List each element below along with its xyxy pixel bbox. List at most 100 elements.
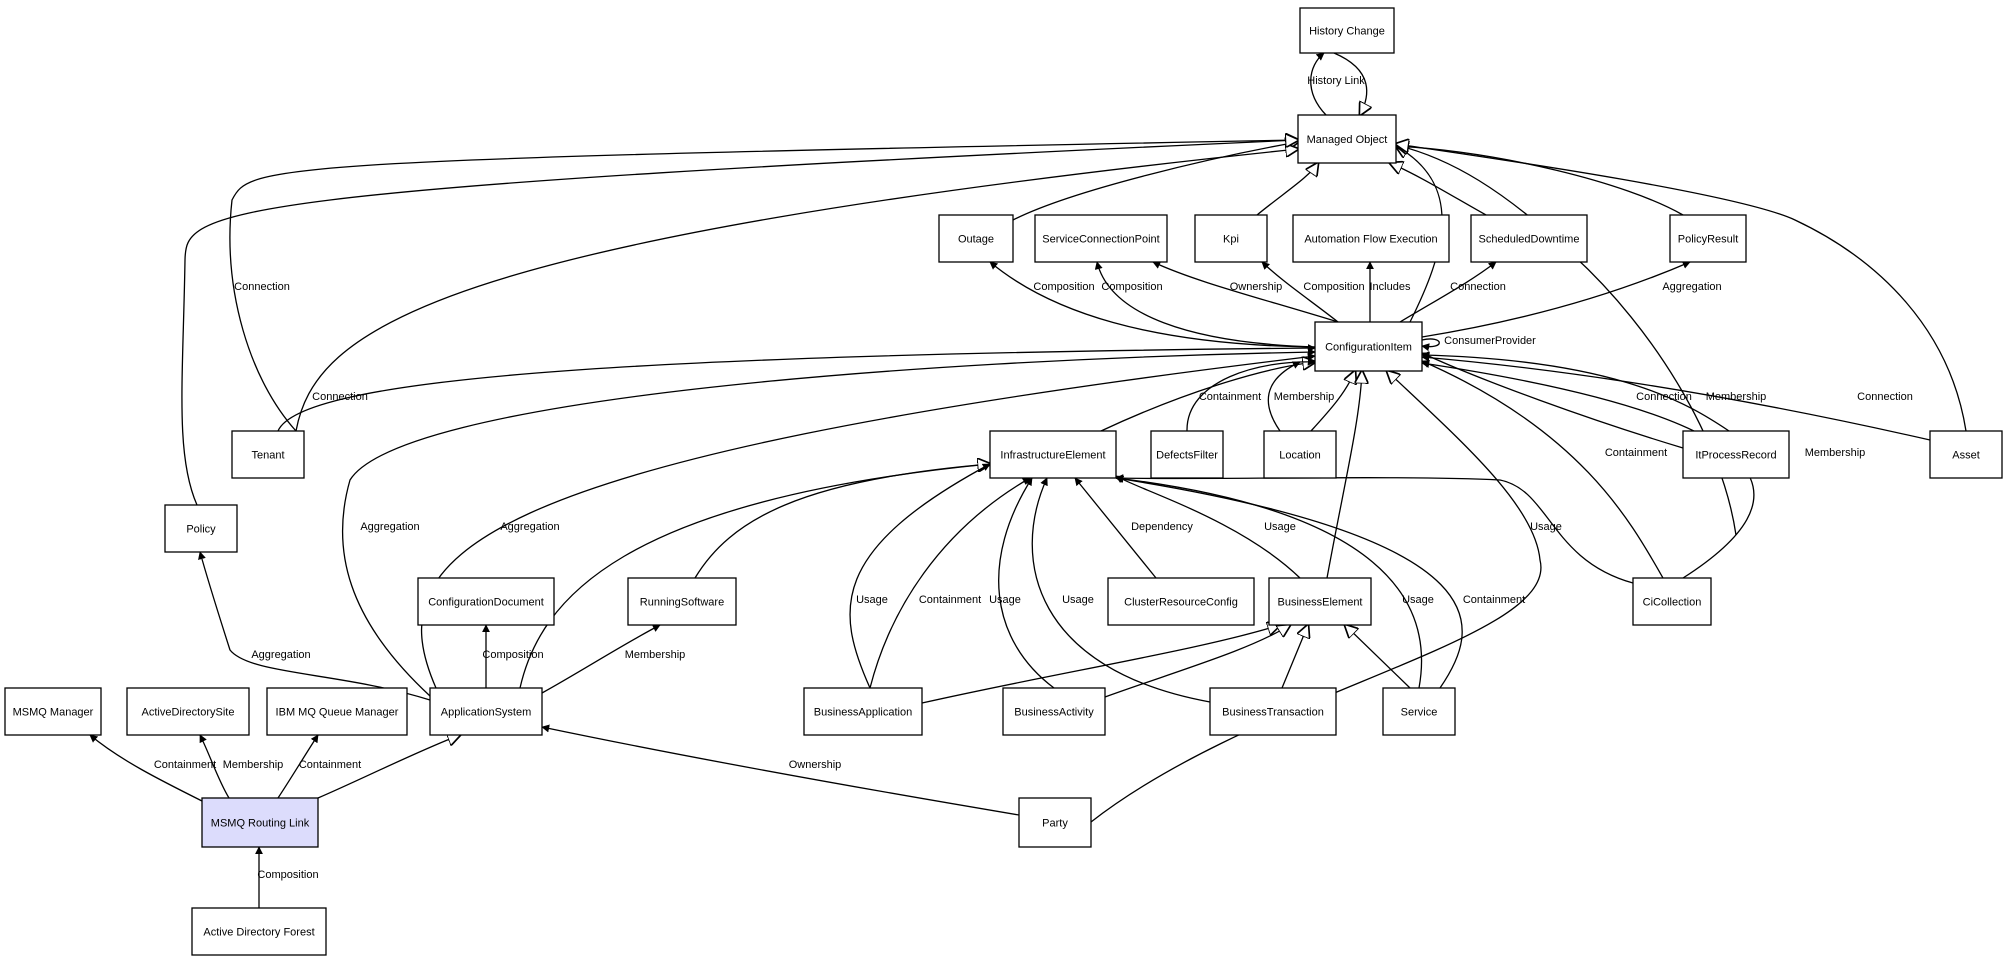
node-history-change[interactable]: History Change bbox=[1299, 7, 1395, 54]
edge-it-process-record-to-configuration-item bbox=[1421, 352, 1684, 449]
node-label: ConfigurationDocument bbox=[428, 597, 544, 609]
edge-label: Composition bbox=[1303, 281, 1364, 293]
association-connector bbox=[1094, 261, 1316, 348]
edge-label: Containment bbox=[299, 759, 361, 771]
node-ci-collection[interactable]: CiCollection bbox=[1632, 577, 1712, 626]
node-service-connection-point[interactable]: ServiceConnectionPoint bbox=[1034, 214, 1168, 263]
node-box bbox=[1292, 214, 1450, 263]
node-label: MSMQ Manager bbox=[13, 707, 94, 719]
edge-tenant-to-configuration-item bbox=[277, 344, 1316, 432]
node-infrastructure-element[interactable]: InfrastructureElement bbox=[989, 430, 1117, 479]
node-label: RunningSoftware bbox=[640, 597, 724, 609]
edge-label: Composition bbox=[1033, 281, 1094, 293]
node-label: ApplicationSystem bbox=[441, 707, 532, 719]
association-connector bbox=[1421, 261, 1691, 338]
edge-business-element-to-configuration-item bbox=[1326, 371, 1362, 579]
edge-application-system-to-configuration-item bbox=[420, 352, 1316, 689]
node-business-activity[interactable]: BusinessActivity bbox=[1002, 687, 1106, 736]
edge-business-transaction-to-infrastructure-element bbox=[1031, 477, 1211, 703]
node-cluster-resource-config[interactable]: ClusterResourceConfig bbox=[1107, 577, 1255, 626]
edge-cluster-resource-config-to-infrastructure-element bbox=[1074, 477, 1157, 579]
inheritance-connector bbox=[1390, 163, 1487, 216]
node-active-directory-site[interactable]: ActiveDirectorySite bbox=[126, 687, 250, 736]
edge-configuration-item-to-service-connection-point bbox=[1094, 261, 1316, 348]
edge-label: Containment bbox=[154, 759, 216, 771]
edge-service-to-infrastructure-element bbox=[1115, 474, 1423, 689]
edge-configuration-item-to-outage bbox=[989, 261, 1316, 348]
node-business-transaction[interactable]: BusinessTransaction bbox=[1209, 687, 1337, 736]
edge-ci-collection-to-configuration-item bbox=[1421, 360, 1664, 579]
node-label: IBM MQ Queue Manager bbox=[276, 707, 399, 719]
node-automation-flow-execution[interactable]: Automation Flow Execution bbox=[1292, 214, 1450, 263]
association-connector bbox=[277, 734, 319, 799]
node-box bbox=[938, 214, 1014, 263]
inheritance-connector bbox=[1281, 625, 1308, 689]
node-box bbox=[1669, 214, 1747, 263]
node-tenant[interactable]: Tenant bbox=[231, 430, 305, 479]
edge-label: ConsumerProvider bbox=[1444, 335, 1536, 347]
edges-layer bbox=[89, 52, 1967, 908]
node-msmq-manager[interactable]: MSMQ Manager bbox=[4, 687, 102, 736]
edge-history-change-to-managed-object bbox=[1333, 52, 1367, 115]
node-label: Asset bbox=[1952, 450, 1980, 462]
node-policy-result[interactable]: PolicyResult bbox=[1669, 214, 1747, 263]
node-defects-filter[interactable]: DefectsFilter bbox=[1150, 430, 1224, 479]
edge-tenant-to-managed-object bbox=[295, 149, 1298, 432]
node-business-application[interactable]: BusinessApplication bbox=[803, 687, 923, 736]
node-box bbox=[989, 430, 1117, 479]
node-box bbox=[1470, 214, 1588, 263]
node-active-directory-forest[interactable]: Active Directory Forest bbox=[191, 907, 327, 956]
node-application-system[interactable]: ApplicationSystem bbox=[429, 687, 543, 736]
node-label: BusinessTransaction bbox=[1222, 707, 1324, 719]
inheritance-connector bbox=[519, 464, 990, 689]
node-label: History Change bbox=[1309, 26, 1385, 38]
edge-label: Composition bbox=[482, 649, 543, 661]
node-box bbox=[1929, 430, 2003, 479]
node-label: Policy bbox=[186, 524, 216, 536]
node-box bbox=[429, 687, 543, 736]
edge-managed-object-to-history-change bbox=[1310, 52, 1327, 116]
node-scheduled-downtime[interactable]: ScheduledDowntime bbox=[1470, 214, 1588, 263]
edge-msmq-routing-link-to-ibm-mq-queue-manager bbox=[277, 734, 319, 799]
edge-label: Ownership bbox=[789, 759, 842, 771]
node-party[interactable]: Party bbox=[1018, 797, 1092, 848]
node-box bbox=[1018, 797, 1092, 848]
association-connector bbox=[1115, 474, 1423, 689]
node-box bbox=[417, 577, 555, 626]
inheritance-connector bbox=[317, 735, 460, 799]
node-box bbox=[1150, 430, 1224, 479]
node-policy[interactable]: Policy bbox=[164, 504, 238, 553]
node-configuration-document[interactable]: ConfigurationDocument bbox=[417, 577, 555, 626]
inheritance-connector bbox=[181, 140, 1298, 506]
node-configuration-item[interactable]: ConfigurationItem bbox=[1314, 321, 1423, 372]
node-business-element[interactable]: BusinessElement bbox=[1268, 577, 1372, 626]
edge-kpi-to-managed-object bbox=[1256, 163, 1318, 216]
edge-label: Containment bbox=[1199, 391, 1261, 403]
node-msmq-routing-link[interactable]: MSMQ Routing Link bbox=[201, 797, 319, 848]
edge-configuration-item-to-scheduled-downtime bbox=[1399, 261, 1497, 323]
edge-label: Aggregation bbox=[360, 521, 419, 533]
association-connector bbox=[1115, 475, 1463, 689]
edge-business-activity-to-infrastructure-element bbox=[998, 477, 1055, 689]
node-it-process-record[interactable]: ItProcessRecord bbox=[1682, 430, 1790, 479]
node-outage[interactable]: Outage bbox=[938, 214, 1014, 263]
association-connector bbox=[849, 463, 991, 689]
node-label: PolicyResult bbox=[1678, 234, 1739, 246]
node-kpi[interactable]: Kpi bbox=[1194, 214, 1268, 263]
association-connector bbox=[541, 624, 661, 694]
edge-label: Aggregation bbox=[1662, 281, 1721, 293]
edge-policy-to-managed-object bbox=[181, 140, 1298, 506]
node-asset[interactable]: Asset bbox=[1929, 430, 2003, 479]
node-managed-object[interactable]: Managed Object bbox=[1297, 114, 1397, 164]
node-ibm-mq-queue-manager[interactable]: IBM MQ Queue Manager bbox=[266, 687, 408, 736]
node-label: Party bbox=[1042, 818, 1068, 830]
inheritance-connector bbox=[1012, 142, 1298, 221]
node-location[interactable]: Location bbox=[1263, 430, 1337, 479]
node-service[interactable]: Service bbox=[1382, 687, 1456, 736]
edge-label: Composition bbox=[1101, 281, 1162, 293]
edge-label: Dependency bbox=[1131, 521, 1193, 533]
edge-asset-to-managed-object bbox=[1396, 144, 1967, 432]
node-running-software[interactable]: RunningSoftware bbox=[627, 577, 737, 626]
node-label: Location bbox=[1279, 450, 1321, 462]
